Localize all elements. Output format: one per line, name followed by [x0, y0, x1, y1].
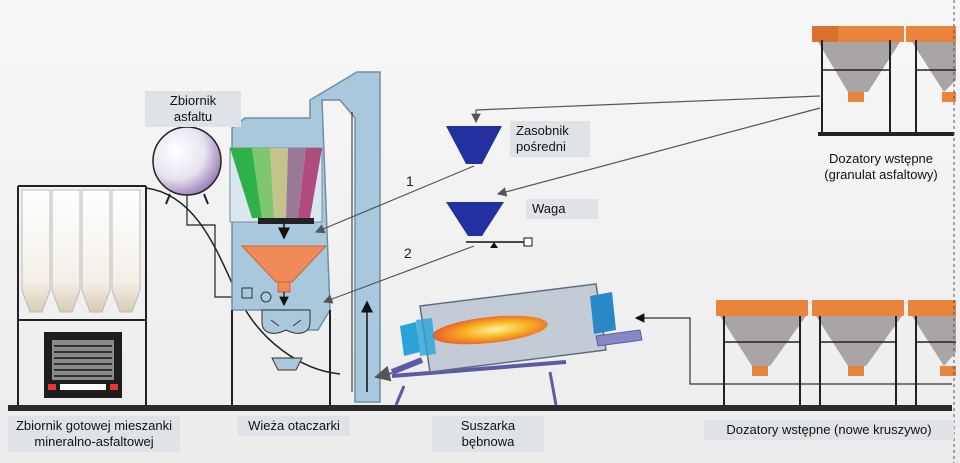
label-predosers-granulate: Dozatory wstępne (granulat asfaltowy) [824, 151, 938, 182]
label-coating-tower: Wieża otaczarki [238, 416, 350, 436]
truck [44, 332, 122, 398]
finished-mix-silos [17, 185, 341, 405]
predosers-new-aggregate [716, 300, 956, 405]
drum-dryer [374, 283, 643, 406]
predosers-granulate [812, 26, 956, 136]
label-intermediate-hopper: Zasobnik pośredni [510, 121, 590, 157]
route-number-1: 1 [406, 173, 414, 189]
label-asphalt-tank: Zbiornik asfaltu [145, 91, 241, 127]
weigh-hopper [446, 202, 533, 248]
label-drum-dryer: Suszarka bębnowa [432, 416, 544, 452]
intermediate-hopper [446, 126, 502, 164]
label-finished-mix-tank: Zbiornik gotowej mieszanki mineralno-asf… [8, 416, 180, 452]
label-scale: Waga [526, 199, 598, 219]
coating-tower [229, 71, 381, 405]
label-predosers-new-aggregate: Dozatory wstępne (nowe kruszywo) [704, 420, 954, 440]
route-number-2: 2 [404, 245, 412, 261]
asphalt-tank [152, 126, 262, 298]
ground-line [8, 405, 952, 411]
